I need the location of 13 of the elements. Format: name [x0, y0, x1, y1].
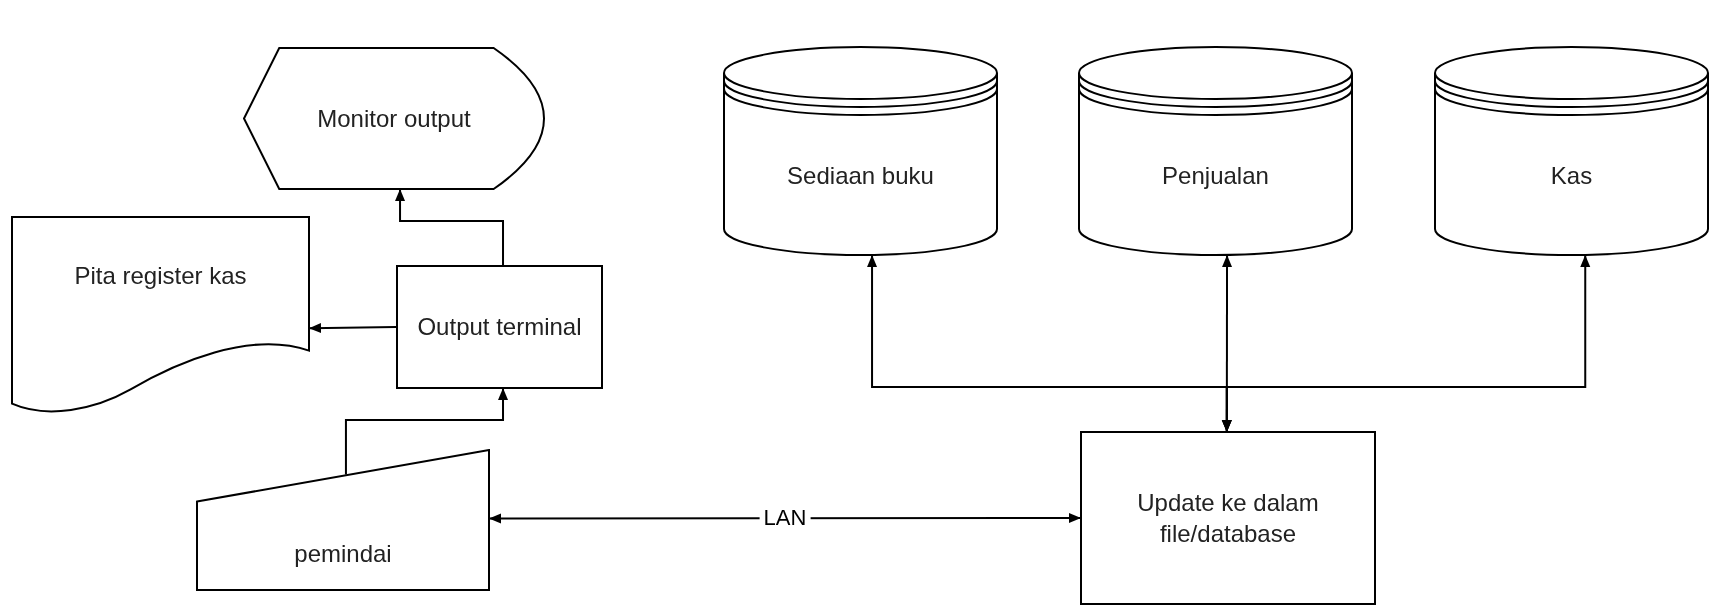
node-label: Output terminal — [417, 312, 582, 343]
arrow — [395, 189, 504, 266]
arrow — [344, 388, 508, 476]
node-label: Sediaan buku — [787, 161, 934, 192]
node-label: Pita register kas — [74, 261, 247, 291]
arrow — [489, 513, 1081, 524]
node-label: Kas — [1550, 161, 1593, 192]
arrow — [1221, 255, 1591, 432]
node-label: Update ke dalam file/database — [1136, 487, 1320, 549]
node-label: Monitor output — [317, 103, 471, 134]
node-label: Penjualan — [1162, 161, 1269, 192]
arrow — [309, 323, 397, 334]
node-label: pemindai — [294, 538, 392, 569]
